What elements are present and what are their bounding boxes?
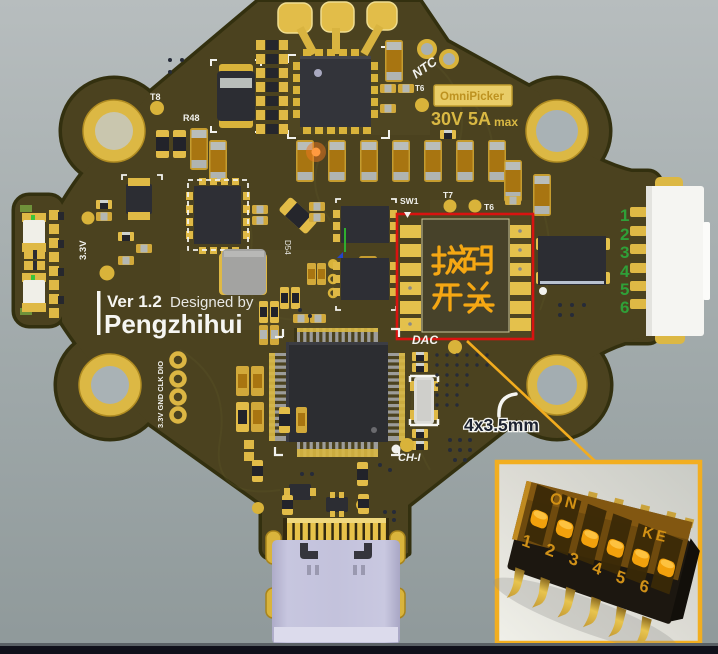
svg-text:T6: T6	[415, 84, 425, 93]
svg-text:4x3.5mm: 4x3.5mm	[464, 415, 539, 435]
svg-text:3.3V GND CLK DIO: 3.3V GND CLK DIO	[156, 361, 165, 428]
svg-text:max: max	[494, 115, 518, 129]
svg-text:DAC: DAC	[412, 333, 438, 347]
svg-text:T6: T6	[484, 202, 494, 212]
svg-text:SW1: SW1	[400, 196, 419, 206]
svg-text:2: 2	[543, 540, 556, 562]
svg-text:6: 6	[620, 298, 629, 317]
svg-text:5: 5	[614, 567, 627, 589]
svg-text:4: 4	[620, 262, 630, 281]
svg-text:3.3V: 3.3V	[78, 240, 89, 260]
svg-text:Ver 1.2: Ver 1.2	[107, 292, 162, 311]
svg-text:T7: T7	[443, 190, 453, 200]
svg-text:OmniPicker: OmniPicker	[440, 91, 504, 103]
svg-text:Pengzhihui: Pengzhihui	[104, 309, 243, 339]
svg-text:KE: KE	[641, 524, 671, 547]
svg-text:R48: R48	[183, 113, 200, 123]
svg-text:3: 3	[567, 549, 580, 571]
svg-text:5: 5	[620, 280, 629, 299]
svg-text:D54: D54	[283, 240, 292, 255]
svg-text:1: 1	[520, 530, 533, 552]
svg-text:ON: ON	[548, 490, 581, 514]
svg-text:3: 3	[620, 243, 629, 262]
svg-text:T8: T8	[150, 92, 161, 102]
svg-text:1: 1	[620, 206, 629, 225]
svg-text:30V 5A: 30V 5A	[431, 109, 491, 129]
svg-text:Designed by: Designed by	[170, 294, 254, 311]
svg-text:CH-I: CH-I	[398, 452, 422, 464]
svg-text:6: 6	[638, 576, 651, 598]
svg-text:2: 2	[620, 225, 629, 244]
